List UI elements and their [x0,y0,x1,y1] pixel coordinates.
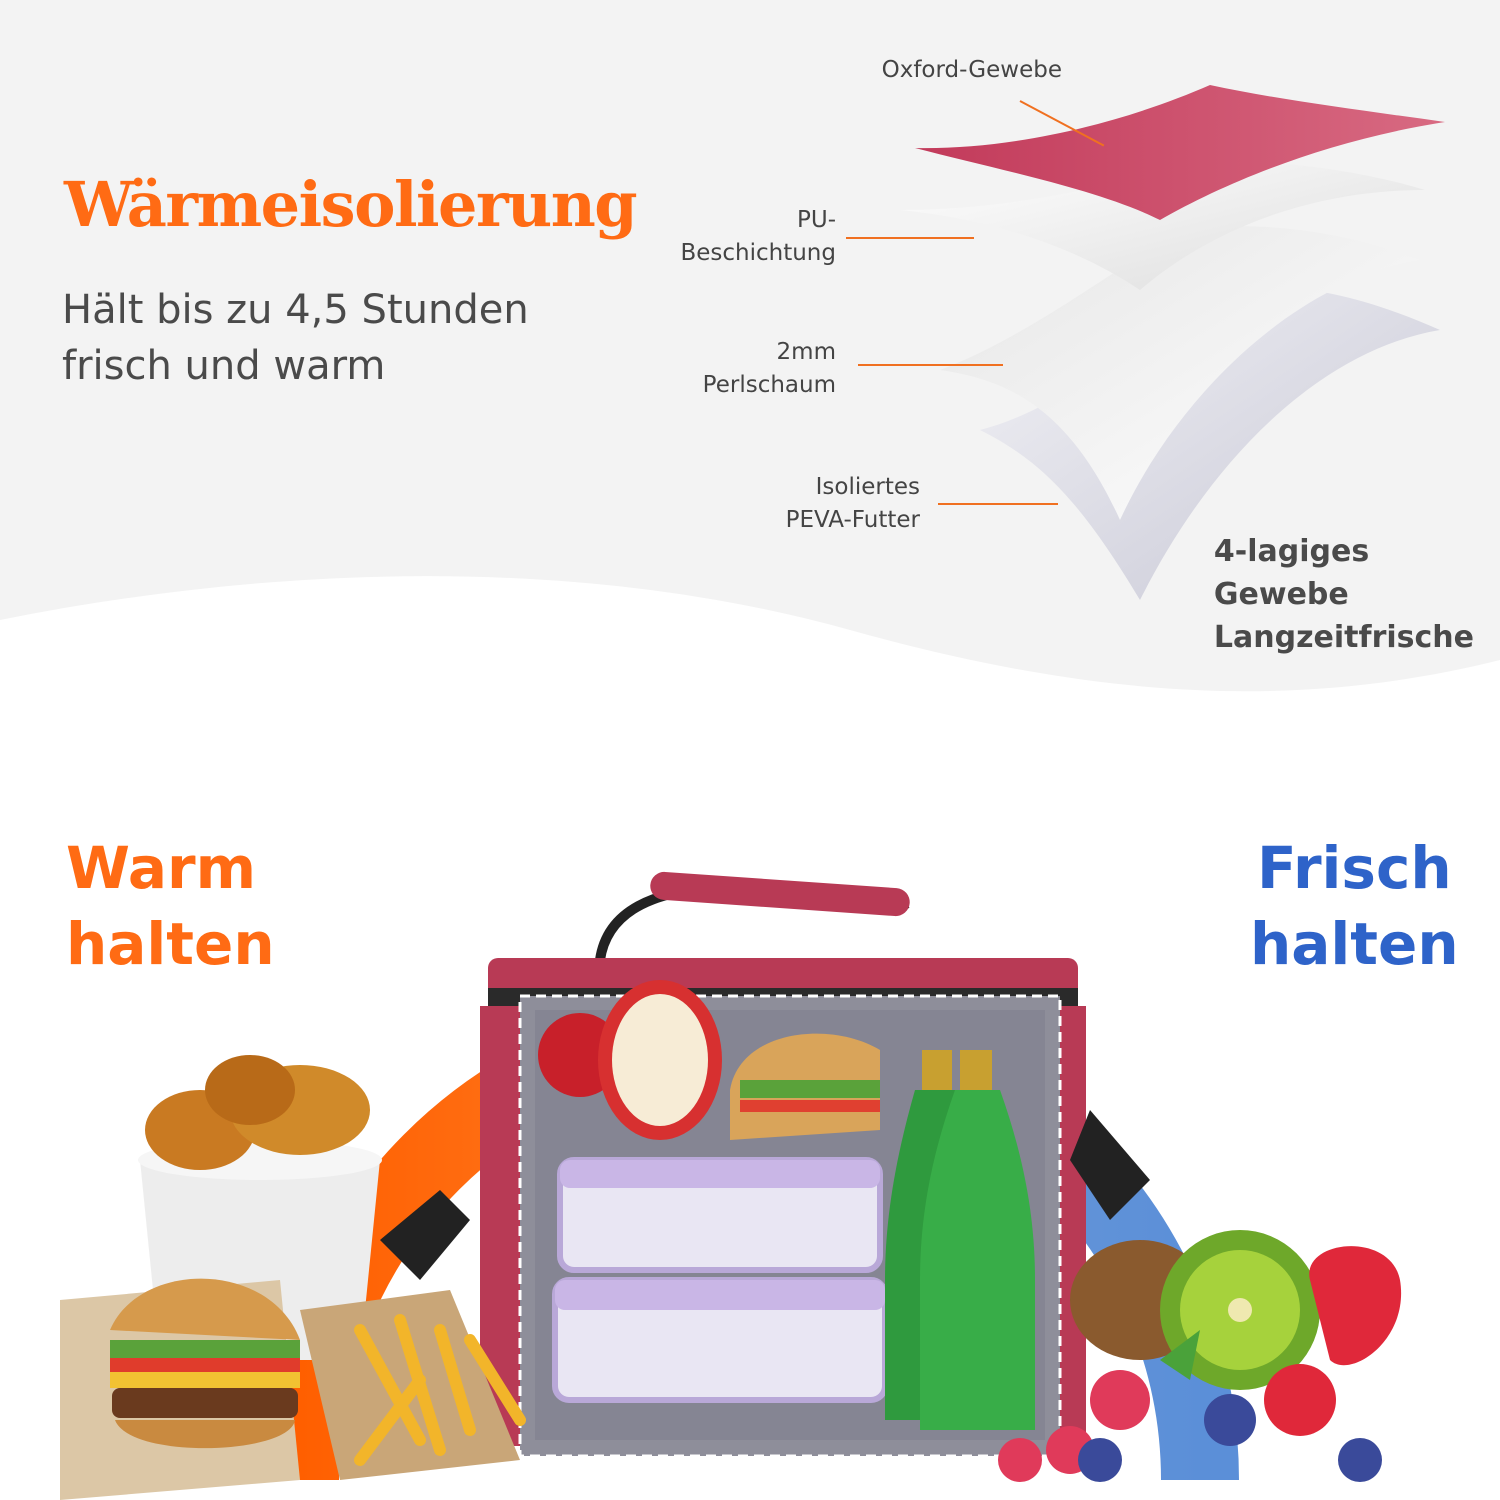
layer-pointer-peva [938,503,1058,505]
layer-pointer-pu [846,237,974,239]
snowflake-icon [1068,874,1128,942]
burger [60,1278,300,1500]
layer-label-foam: 2mm Perlschaum [702,339,836,398]
bottle [885,1050,1035,1430]
headline: Wärmeisolierung [64,168,638,241]
layer-pu [900,160,1425,290]
fresh-label: Frisch halten [1250,834,1459,978]
subline: Hält bis zu 4,5 Stunden frisch und warm [62,287,529,389]
product-scene [60,871,1402,1500]
fabric-layers-illustration [900,85,1445,600]
sun-icon [367,877,439,949]
fabric-summary: 4-lagiges Gewebe Langzeitfrische [1213,534,1474,655]
sandwich [730,1033,880,1140]
layer-pointer-foam [858,364,1003,366]
layer-label-oxford: Oxford-Gewebe [881,57,1062,83]
fries [300,1290,526,1480]
layer-label-pu: PU- Beschichtung [680,207,836,266]
layer-peva [980,286,1440,600]
food-container [552,1157,888,1403]
fruits [998,1230,1402,1482]
layer-label-peva: Isoliertes PEVA-Futter [785,474,920,533]
layer-oxford [915,85,1445,220]
layer-foam [940,226,1420,520]
apple [538,980,722,1140]
section-wave-divider [0,576,1500,740]
warm-label: Warm halten [66,834,275,978]
